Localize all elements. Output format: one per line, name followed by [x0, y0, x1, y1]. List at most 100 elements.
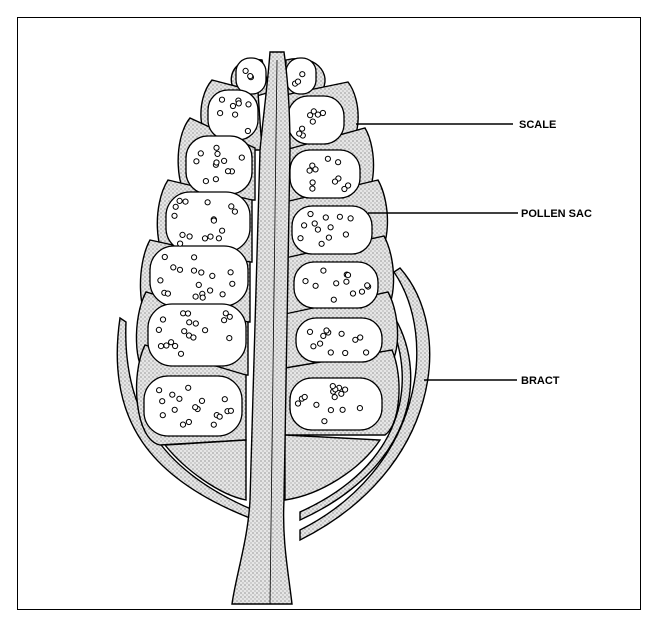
- pollen-grain: [214, 145, 219, 150]
- pollen-grain: [173, 343, 178, 348]
- pollen-grain: [180, 422, 185, 427]
- pollen-grain: [210, 273, 215, 278]
- pollen-grain: [344, 279, 349, 284]
- pollen-grain: [310, 186, 315, 191]
- pollen-grain: [208, 234, 213, 239]
- pollen-grain: [160, 317, 165, 322]
- pollen-grain: [232, 209, 237, 214]
- pollen-grain: [343, 350, 348, 355]
- pollen-grain: [323, 215, 328, 220]
- pollen-grain: [246, 102, 251, 107]
- pollen-grain: [205, 200, 210, 205]
- pollen-grain: [314, 402, 319, 407]
- pollen-grain: [208, 288, 213, 293]
- pollen-grain: [326, 235, 331, 240]
- pollen-grain: [186, 419, 191, 424]
- pollen-grain: [196, 282, 201, 287]
- pollen-grain: [300, 72, 305, 77]
- pollen-grain: [298, 236, 303, 241]
- pollen-grain: [353, 337, 358, 342]
- pollen-grain: [211, 422, 216, 427]
- pollen-grain: [230, 281, 235, 286]
- pollen-grain: [336, 160, 341, 165]
- pollen-grain: [177, 396, 182, 401]
- pollen-grain: [348, 216, 353, 221]
- pollen-grain: [307, 168, 312, 173]
- pollen-grain: [312, 221, 317, 226]
- pollen-grain: [222, 158, 227, 163]
- pollen-grain: [178, 351, 183, 356]
- pollen-grain: [340, 407, 345, 412]
- pollen-grain: [313, 167, 318, 172]
- pollen-grain: [227, 336, 232, 341]
- pollen-grain: [160, 413, 165, 418]
- pollen-grain: [328, 350, 333, 355]
- pollen-grain: [199, 398, 204, 403]
- pollen-grain: [183, 199, 188, 204]
- pollen-grain: [162, 254, 167, 259]
- pollen-grain: [350, 291, 355, 296]
- pollen-grain: [320, 110, 325, 115]
- pollen-grain: [295, 401, 300, 406]
- pollen-grain: [307, 329, 312, 334]
- pollen-grain: [172, 407, 177, 412]
- pollen-grain: [187, 234, 192, 239]
- pollen-grain: [203, 328, 208, 333]
- pollen-grain: [156, 327, 161, 332]
- pollen-grain: [229, 204, 234, 209]
- pollen-grain: [321, 333, 326, 338]
- pollen-grain: [315, 112, 320, 117]
- pollen-grain: [182, 329, 187, 334]
- pollen-grain: [213, 177, 218, 182]
- pollen-grain: [220, 292, 225, 297]
- pollen-grain: [331, 297, 336, 302]
- pollen-grain: [222, 397, 227, 402]
- pollen-grain: [200, 295, 205, 300]
- pollen-grain: [178, 241, 183, 246]
- pollen-grain: [310, 180, 315, 185]
- pollen-grain: [236, 101, 241, 106]
- pollen-grain: [164, 343, 169, 348]
- pollen-grain: [177, 198, 182, 203]
- pollen-grain: [357, 406, 362, 411]
- pollen-grain: [303, 279, 308, 284]
- pollen-grain: [194, 159, 199, 164]
- pollen-grain: [297, 131, 302, 136]
- pollen-grain: [186, 385, 191, 390]
- pollen-grain: [364, 350, 369, 355]
- pollen-grain: [157, 388, 162, 393]
- pollen-grain: [199, 270, 204, 275]
- pollen-grain: [321, 268, 326, 273]
- scale-label: SCALE: [519, 119, 556, 131]
- pollen-grain: [365, 283, 370, 288]
- pollen-grain: [185, 311, 190, 316]
- pollen-grain: [173, 204, 178, 209]
- pollen-grain: [334, 281, 339, 286]
- pollen-grain: [322, 419, 327, 424]
- pollen-grain: [216, 236, 221, 241]
- bract-label: BRACT: [521, 375, 560, 387]
- pollen-grain: [214, 160, 219, 165]
- pollen-grain: [328, 408, 333, 413]
- pollen-grain: [220, 228, 225, 233]
- pollen-sac: [288, 96, 344, 144]
- pollen-grain: [219, 97, 224, 102]
- pollen-grain: [318, 341, 323, 346]
- pollen-grain: [300, 126, 305, 131]
- pollen-grain: [324, 328, 329, 333]
- pollen-grain: [343, 232, 348, 237]
- pollen-grain: [160, 399, 165, 404]
- pollen-grain: [343, 387, 348, 392]
- pollen-grain: [193, 321, 198, 326]
- pollen-grain: [339, 331, 344, 336]
- pollen-grain: [177, 267, 182, 272]
- pollen-grain: [198, 151, 203, 156]
- pollen-grain: [158, 278, 163, 283]
- pollen-grain: [345, 273, 350, 278]
- pollen-grain: [358, 335, 363, 340]
- pollen-grain: [308, 211, 313, 216]
- pollen-grain: [302, 394, 307, 399]
- pollen-grain: [325, 156, 330, 161]
- pollen-sac: [290, 378, 382, 430]
- pollen-grain: [248, 74, 253, 79]
